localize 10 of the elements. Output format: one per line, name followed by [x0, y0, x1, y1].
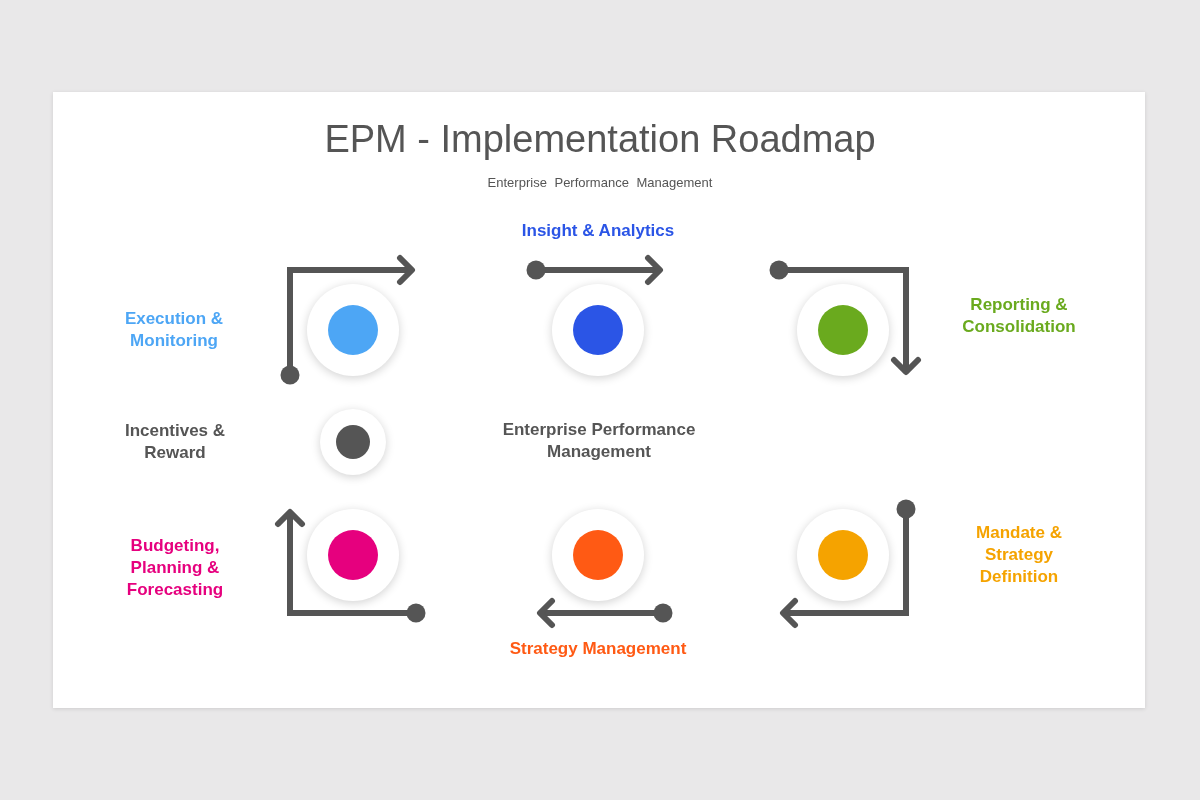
step-label: Execution & Monitoring: [123, 308, 225, 352]
center-label: Enterprise Performance Management: [501, 419, 697, 463]
step-label: Incentives & Reward: [123, 420, 227, 464]
step-label: Mandate & Strategy Definition: [975, 522, 1063, 588]
subtitle: Enterprise Performance Management: [486, 175, 714, 190]
step-label: Budgeting, Planning & Forecasting: [125, 535, 225, 601]
title: EPM - Implementation Roadmap: [323, 118, 877, 161]
step-label: Strategy Management: [508, 638, 688, 660]
step-label: Insight & Analytics: [520, 220, 676, 242]
step-label: Reporting & Consolidation: [961, 294, 1077, 338]
